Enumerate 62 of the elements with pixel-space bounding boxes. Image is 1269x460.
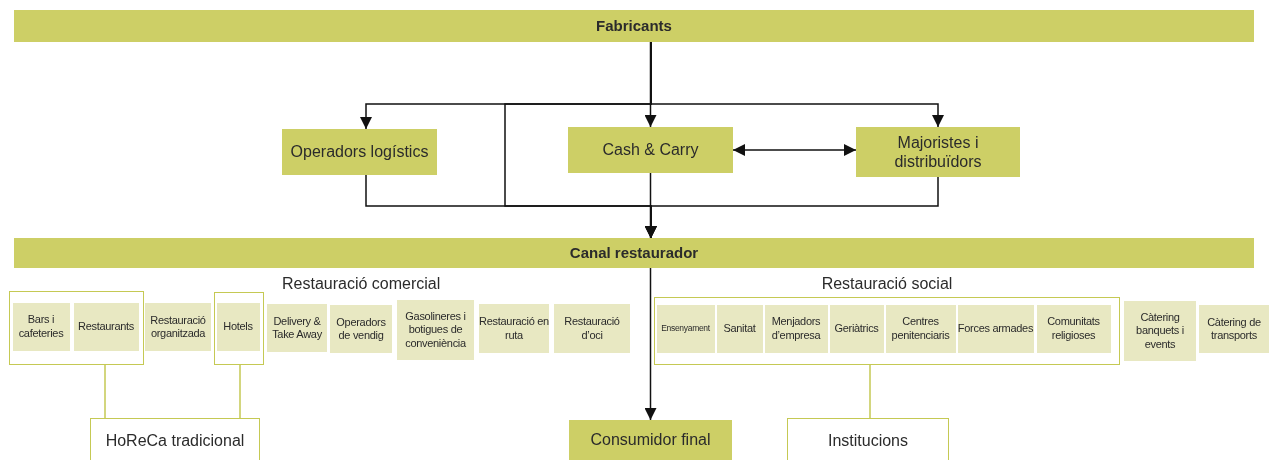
node-label: Menjadors d’empresa (770, 315, 822, 342)
node-label: Càtering de transports (1206, 315, 1262, 343)
node-label: Geriàtrics (834, 321, 879, 336)
category-box (216, 302, 260, 351)
process-box (856, 127, 1020, 177)
category-box (1199, 305, 1269, 353)
node-label: Càtering banquets i events (1135, 311, 1185, 351)
category-box (957, 304, 1034, 353)
group-heading: Restauració social (820, 274, 954, 294)
node-label: Sanitat (723, 321, 756, 336)
category-box (554, 304, 630, 353)
node-label: Operadors de vendig (335, 315, 387, 343)
node-label: Cash & Carry (602, 140, 699, 160)
node-label: HoReCa tradicional (105, 430, 245, 451)
category-box (330, 305, 392, 353)
category-box (829, 304, 884, 353)
node-label: Fabricants (596, 17, 672, 35)
connector-line (239, 364, 241, 419)
node-label: Operadors logístics (290, 142, 429, 162)
node-label: Restauració d’oci (563, 315, 621, 342)
group-label-box (90, 418, 260, 460)
category-box (885, 304, 956, 353)
node-label: Restauració organitzada (149, 313, 207, 341)
node-label: Majoristes i distribuïdors (893, 132, 983, 172)
group-label-box (787, 418, 949, 460)
process-box (569, 420, 732, 460)
category-box (479, 304, 549, 353)
node-label: Canal restaurador (569, 244, 699, 262)
group-outline (9, 291, 144, 365)
node-label: Comunitats religioses (1046, 315, 1101, 342)
group-outline (214, 292, 264, 365)
node-label: Consumidor final (590, 430, 711, 450)
arrow (644, 267, 657, 421)
arrow (645, 176, 939, 239)
category-box (145, 303, 211, 351)
node-label: Gasolineres i botigues de conveniència (404, 310, 467, 350)
category-box (1036, 304, 1111, 353)
section-heading: Restauració comercial (282, 275, 441, 293)
connector-line (869, 364, 871, 419)
process-box (568, 127, 733, 173)
connector-line (104, 364, 106, 419)
node-label: Restauració en ruta (479, 315, 549, 342)
process-box (282, 129, 437, 175)
node-label: Bars i cafeteries (17, 313, 65, 340)
node-label: Ensenyament (661, 323, 710, 334)
category-box (716, 304, 763, 353)
arrow (732, 144, 857, 156)
category-box (12, 302, 70, 351)
header-bar (14, 238, 1254, 268)
node-label: Centres penitenciaris (890, 315, 951, 342)
node-label: Restaurants (78, 319, 134, 334)
node-label: Forces armades (957, 321, 1034, 336)
header-bar (14, 10, 1254, 42)
node-label: Institucions (827, 430, 908, 451)
category-box (764, 304, 828, 353)
category-box (397, 300, 474, 360)
category-box (1124, 301, 1196, 361)
category-box (73, 302, 139, 351)
category-box (267, 304, 327, 352)
node-label: Hotels (223, 319, 253, 334)
node-label: Delivery & Take Away (271, 314, 323, 342)
category-box (656, 304, 715, 353)
